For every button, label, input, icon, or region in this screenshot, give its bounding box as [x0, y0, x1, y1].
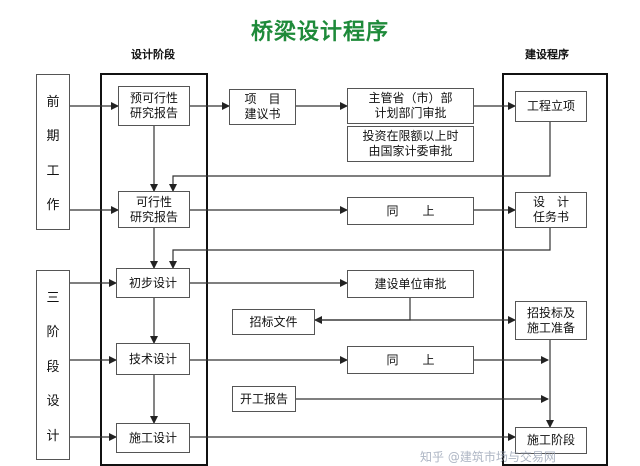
arrow-task-to-preliminary — [169, 228, 551, 269]
same-as-above-box-1: 同 上 — [347, 197, 474, 225]
tender-documents-box: 招标文件 — [232, 309, 315, 335]
early-char: 期 — [46, 129, 60, 145]
project-proposal-box: 项 目 建议书 — [229, 89, 296, 125]
watermark: 知乎 @建筑市场与交易网 — [420, 450, 556, 464]
construction-stage-box: 施工阶段 — [515, 427, 587, 454]
three-stage-char: 阶 — [46, 325, 60, 340]
three-stage-design-label: 三 阶 段 设 计 — [36, 270, 70, 460]
early-char: 前 — [46, 94, 60, 110]
build-procedure-header: 建设程序 — [525, 48, 569, 61]
three-stage-char: 计 — [46, 428, 60, 444]
same-as-above-box-2: 同 上 — [347, 346, 474, 374]
project-setup-box: 工程立项 — [515, 91, 587, 122]
arrow-owner-to-tender — [314, 298, 411, 324]
early-char: 工 — [46, 163, 60, 179]
construction-design-box: 施工设计 — [116, 423, 190, 453]
design-task-box: 设 计 任务书 — [515, 192, 587, 228]
diagram-title: 桥梁设计程序 — [250, 20, 389, 45]
prefeasibility-report-box: 预可行性 研究报告 — [118, 86, 190, 126]
design-stage-header: 设计阶段 — [131, 48, 175, 61]
preliminary-design-box: 初步设计 — [116, 268, 190, 298]
feasibility-report-box: 可行性 研究报告 — [118, 191, 190, 228]
design-stage-column — [100, 73, 208, 466]
start-report-box: 开工报告 — [232, 386, 296, 412]
approval-lower-box: 投资在限额以上时 由国家计委审批 — [347, 126, 474, 162]
bidding-preparation-box: 招投标及 施工准备 — [515, 301, 587, 340]
arrow-setup-to-feasibility — [169, 122, 551, 192]
three-stage-char: 设 — [46, 394, 60, 409]
three-stage-char: 三 — [46, 290, 60, 306]
early-work-label: 前 期 工 作 — [36, 74, 70, 230]
three-stage-char: 段 — [46, 359, 60, 375]
build-procedure-column — [502, 73, 608, 466]
early-char: 作 — [46, 198, 60, 214]
technical-design-box: 技术设计 — [116, 343, 190, 375]
approval-upper-box: 主管省（市）部 计划部门审批 — [347, 88, 474, 124]
owner-approval-box: 建设单位审批 — [347, 270, 474, 298]
